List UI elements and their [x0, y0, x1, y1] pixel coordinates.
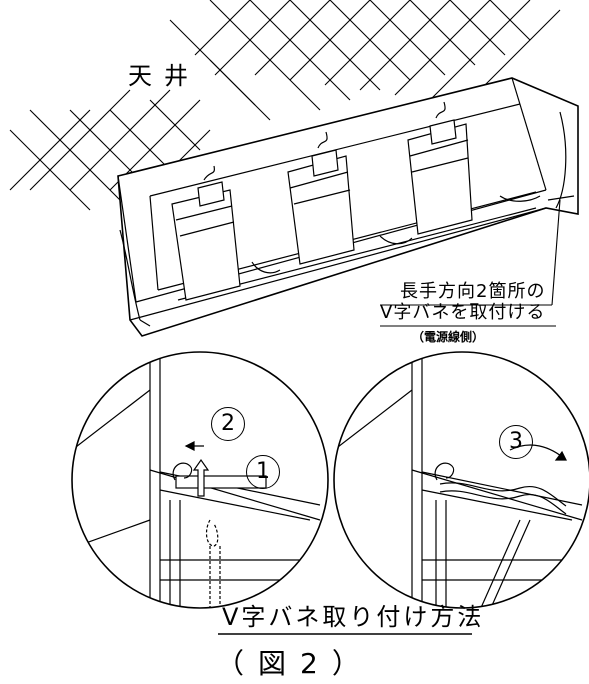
note-line-3: （電源線側） [412, 330, 485, 344]
ceiling-hatch [9, 0, 561, 211]
note-line-2: V字バネを取付ける [380, 302, 546, 323]
fixture-wires [119, 111, 575, 327]
step-2-marker: 2 [211, 407, 245, 441]
detail-circle-right [333, 351, 589, 609]
step-3-marker: 3 [499, 425, 533, 459]
leader-line [380, 199, 561, 306]
method-title: V字バネ取り付け方法 [222, 603, 485, 631]
note-line-1: 長手方向2箇所の [400, 281, 546, 302]
lamp-socket-right [407, 101, 473, 235]
step-1-marker: 1 [246, 455, 280, 489]
ceiling-label: 天井 [128, 62, 200, 90]
figure-number: （図2） [216, 647, 374, 680]
detail-circle-left [71, 351, 329, 609]
lamp-socket-middle [287, 131, 355, 265]
lamp-socket-left [171, 165, 241, 301]
